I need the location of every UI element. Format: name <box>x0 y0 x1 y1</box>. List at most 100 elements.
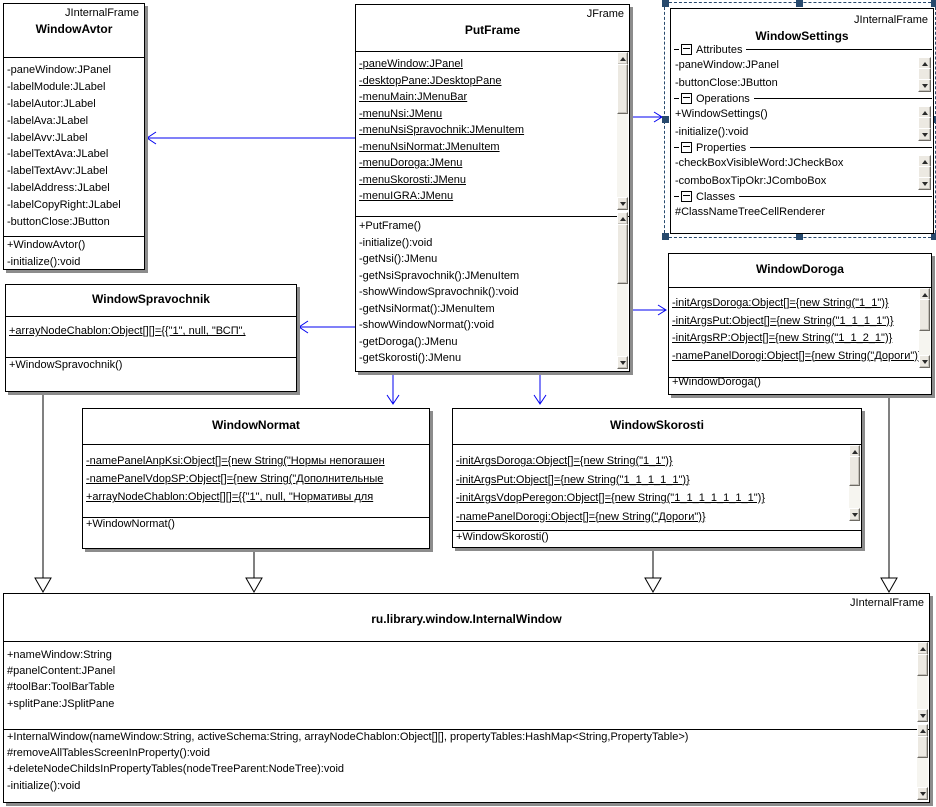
attribute-row[interactable]: -paneWindow:JPanel <box>7 64 111 76</box>
attribute-row[interactable]: -labelTextAvv:JLabel <box>7 165 108 178</box>
scrollbar-thumb[interactable] <box>919 299 930 331</box>
attribute-row[interactable]: -comboBoxTipOkr:JComboBox <box>675 175 827 187</box>
scrollbar[interactable] <box>917 724 928 800</box>
attribute-row[interactable]: -labelTextAva:JLabel <box>7 148 109 161</box>
scrollbar-thumb[interactable] <box>617 64 628 114</box>
selection-handle[interactable] <box>796 0 803 7</box>
scrollbar[interactable] <box>917 642 928 722</box>
attribute-row[interactable]: -namePanelVdopSP:Object[]={new String("Д… <box>86 473 384 486</box>
association-putframe-windownormat[interactable] <box>386 370 400 405</box>
attribute-row[interactable]: -labelAddress:JLabel <box>7 182 110 195</box>
method-row[interactable]: +WindowAvtor() <box>7 239 86 251</box>
scrollbar[interactable] <box>918 155 931 190</box>
association-putframe-windowavtor[interactable] <box>146 131 355 145</box>
method-row[interactable]: +WindowSpravochnik() <box>9 359 123 371</box>
method-row[interactable]: #removeAllTablesScreenInProperty():void <box>7 747 210 760</box>
method-row[interactable]: +PutFrame() <box>359 220 422 232</box>
attribute-row[interactable]: -desktopPane:JDesktopPane <box>359 74 502 87</box>
method-row[interactable]: -getSkorosti():JMenu <box>359 352 462 364</box>
scroll-down-icon[interactable] <box>919 355 930 368</box>
scrollbar[interactable] <box>919 288 930 368</box>
scrollbar[interactable] <box>617 52 628 210</box>
method-row[interactable]: -getNsiSpravochnik():JMenuItem <box>359 269 520 282</box>
selection-handle[interactable] <box>796 233 803 240</box>
attribute-row[interactable]: -namePanelDorogi:Object[]={new String("Д… <box>672 349 922 362</box>
method-row[interactable]: -getDoroga():JMenu <box>359 335 458 348</box>
scrollbar[interactable] <box>617 212 628 369</box>
association-putframe-windowdoroga[interactable] <box>628 304 667 316</box>
attribute-row[interactable]: -labelAva:JLabel <box>7 114 89 127</box>
attribute-row[interactable]: +nameWindow:String <box>7 649 112 661</box>
generalization-windowdoroga-internalwindow[interactable] <box>880 394 898 594</box>
attribute-row[interactable]: -labelAvv:JLabel <box>7 131 88 144</box>
attribute-row[interactable]: -menuNsiNormat:JMenuItem <box>359 140 500 153</box>
association-putframe-windowspravochnik[interactable] <box>298 320 355 334</box>
scrollbar-thumb[interactable] <box>917 654 928 676</box>
method-row[interactable]: +InternalWindow(nameWindow:String, activ… <box>7 731 689 743</box>
class-box-windowdoroga[interactable]: WindowDoroga -initArgsDoroga:Object[]={n… <box>668 253 932 395</box>
scrollbar[interactable] <box>918 57 931 92</box>
method-row[interactable]: +WindowNormat() <box>86 518 175 530</box>
attribute-row[interactable]: -initArgsDoroga:Object[]={new String("1_… <box>672 297 889 309</box>
method-row[interactable]: -getNsi():JMenu <box>359 253 438 265</box>
selection-handle[interactable] <box>931 233 936 240</box>
section-header-classes[interactable]: Classes <box>671 190 933 203</box>
scroll-down-icon[interactable] <box>918 79 931 92</box>
attribute-row[interactable]: -initArgsVdopPeregon:Object[]={new Strin… <box>456 492 765 504</box>
scroll-down-icon[interactable] <box>917 787 928 800</box>
scrollbar[interactable] <box>849 445 860 521</box>
scroll-down-icon[interactable] <box>617 197 628 210</box>
scrollbar-thumb[interactable] <box>849 456 860 486</box>
class-box-windownormat[interactable]: WindowNormat -namePanelAnpKsi:Object[]={… <box>82 408 430 549</box>
attribute-row[interactable]: -menuSkorosti:JMenu <box>359 173 466 186</box>
attribute-row[interactable]: +arrayNodeChablon:Object[][]={{"1", null… <box>9 325 246 337</box>
method-row[interactable]: -initialize():void <box>359 236 433 249</box>
attribute-row[interactable]: -initArgsPut:Object[]={new String("1_1_1… <box>456 473 690 486</box>
attribute-row[interactable]: -labelCopyRight:JLabel <box>7 199 121 212</box>
class-box-putframe[interactable]: JFrame PutFrame -paneWindow:JPanel-deskt… <box>355 4 630 372</box>
collapse-icon[interactable] <box>681 93 692 104</box>
method-row[interactable]: +WindowSettings() <box>675 108 768 120</box>
scroll-down-icon[interactable] <box>617 356 628 369</box>
method-row[interactable]: -showWindowSpravochnik():void <box>359 286 519 298</box>
scrollbar-thumb[interactable] <box>917 736 928 758</box>
attribute-row[interactable]: -checkBoxVisibleWord:JCheckBox <box>675 157 844 169</box>
class-box-windowavtor[interactable]: JInternalFrame WindowAvtor -paneWindow:J… <box>3 3 145 270</box>
method-row[interactable]: -initialize():void <box>7 779 81 792</box>
attribute-row[interactable]: -labelAutor:JLabel <box>7 97 96 110</box>
method-row[interactable]: +WindowSkorosti() <box>456 531 549 543</box>
scrollbar-thumb[interactable] <box>617 224 628 284</box>
attribute-row[interactable]: -menuIGRA:JMenu <box>359 190 454 202</box>
scroll-down-icon[interactable] <box>918 128 931 141</box>
generalization-windownormat-internalwindow[interactable] <box>245 548 263 594</box>
attribute-row[interactable]: -namePanelAnpKsi:Object[]={new String("Н… <box>86 455 385 467</box>
collapse-icon[interactable] <box>681 191 692 202</box>
attribute-row[interactable]: -menuNsi:JMenu <box>359 107 443 120</box>
method-row[interactable]: -initialize():void <box>7 256 81 268</box>
scroll-down-icon[interactable] <box>918 177 931 190</box>
attribute-row[interactable]: -buttonClose:JButton <box>7 216 110 229</box>
generalization-windowskorosti-internalwindow[interactable] <box>644 547 662 594</box>
attribute-row[interactable]: -paneWindow:JPanel <box>675 59 779 71</box>
method-row[interactable]: +WindowDoroga() <box>672 376 761 388</box>
selection-handle[interactable] <box>662 116 669 123</box>
class-box-windowskorosti[interactable]: WindowSkorosti -initArgsDoroga:Object[]=… <box>452 408 862 548</box>
section-header-operations[interactable]: Operations <box>671 92 933 105</box>
attribute-row[interactable]: +splitPane:JSplitPane <box>7 697 115 710</box>
attribute-row[interactable]: -buttonClose:JButton <box>675 77 778 89</box>
method-row[interactable]: -initialize():void <box>675 126 749 138</box>
attribute-row[interactable]: -menuNsiSpravochnik:JMenuItem <box>359 124 525 136</box>
attribute-row[interactable]: -initArgsDoroga:Object[]={new String("1_… <box>456 455 673 467</box>
scroll-up-icon[interactable] <box>918 155 931 168</box>
attribute-row[interactable]: -menuDoroga:JMenu <box>359 157 463 169</box>
association-putframe-windowskorosti[interactable] <box>533 370 547 405</box>
section-header-properties[interactable]: Properties <box>671 141 933 154</box>
section-header-attributes[interactable]: Attributes <box>671 43 933 56</box>
method-row[interactable]: +deleteNodeChildsInPropertyTables(nodeTr… <box>7 763 345 776</box>
class-box-windowspravochnik[interactable]: WindowSpravochnik +arrayNodeChablon:Obje… <box>5 284 297 392</box>
attribute-row[interactable]: -namePanelDorogi:Object[]={new String("Д… <box>456 510 706 523</box>
scrollbar[interactable] <box>918 106 931 141</box>
selection-handle[interactable] <box>662 233 669 240</box>
attribute-row[interactable]: -paneWindow:JPanel <box>359 58 463 70</box>
class-box-windowsettings[interactable]: JInternalFrame WindowSettings Attributes… <box>670 8 934 234</box>
